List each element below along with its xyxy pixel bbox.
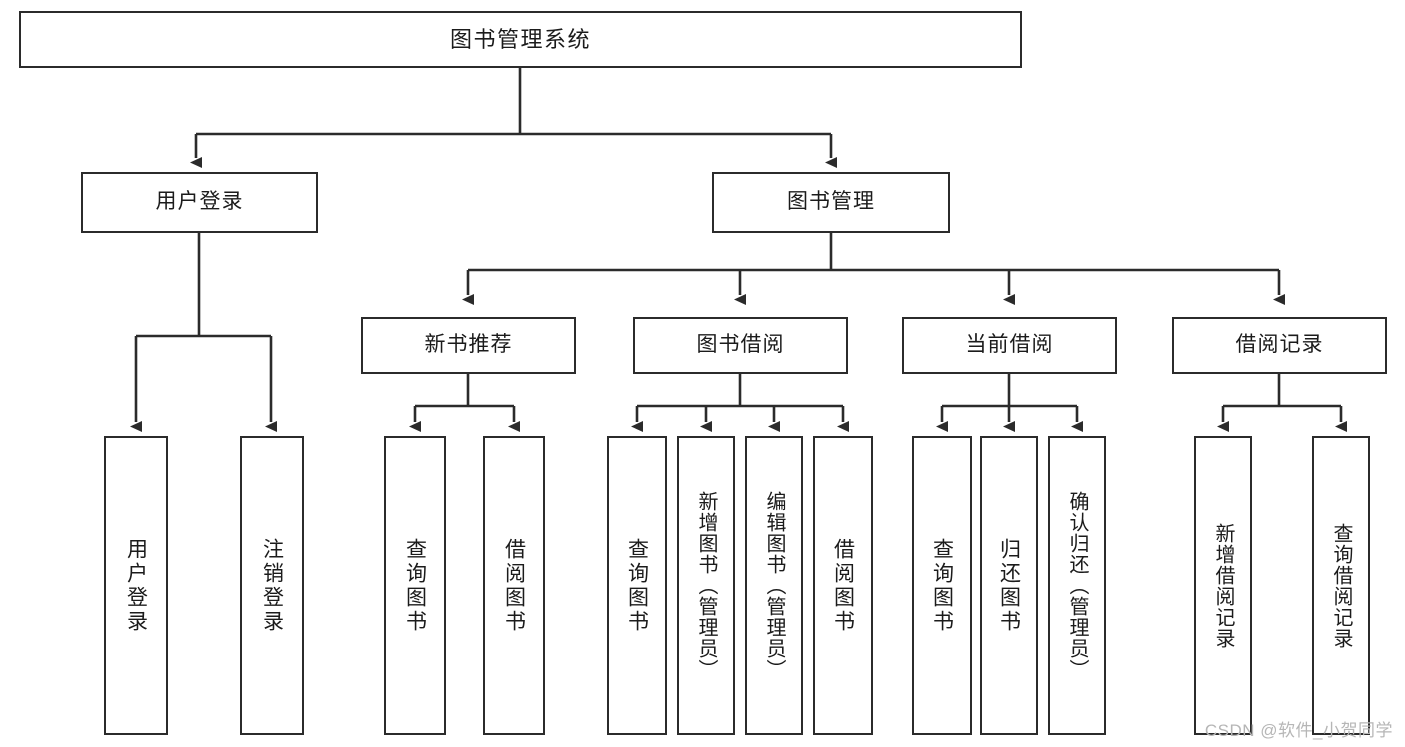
node-leaf-current-borrow-confirm-label: 确认归还（管理员）: [1066, 491, 1088, 680]
node-leaf-new-book-query[interactable]: 查询图书: [384, 436, 446, 735]
node-new-book-recommend-label: 新书推荐: [424, 333, 513, 357]
node-current-borrow[interactable]: 当前借阅: [902, 317, 1117, 374]
node-leaf-book-borrow-borrow[interactable]: 借阅图书: [813, 436, 873, 735]
node-leaf-new-book-borrow[interactable]: 借阅图书: [483, 436, 545, 735]
node-new-book-recommend[interactable]: 新书推荐: [361, 317, 576, 374]
node-book-borrow[interactable]: 图书借阅: [633, 317, 848, 374]
node-leaf-book-borrow-query-label: 查询图书: [625, 537, 649, 634]
node-user-login[interactable]: 用户登录: [81, 172, 318, 233]
watermark-text: CSDN @软件_小贺同学: [1204, 721, 1393, 740]
node-leaf-current-borrow-confirm[interactable]: 确认归还（管理员）: [1048, 436, 1106, 735]
node-leaf-current-borrow-return-label: 归还图书: [997, 537, 1021, 634]
node-leaf-new-book-borrow-label: 借阅图书: [502, 537, 526, 634]
node-book-borrow-label: 图书借阅: [696, 333, 785, 357]
node-root-system[interactable]: 图书管理系统: [19, 11, 1022, 68]
node-current-borrow-label: 当前借阅: [965, 333, 1054, 357]
node-root-system-label: 图书管理系统: [449, 26, 591, 52]
node-leaf-book-borrow-add[interactable]: 新增图书（管理员）: [677, 436, 735, 735]
node-leaf-current-borrow-return[interactable]: 归还图书: [980, 436, 1038, 735]
node-leaf-current-borrow-query-label: 查询图书: [930, 537, 954, 634]
node-user-login-label: 用户登录: [155, 190, 244, 214]
node-leaf-user-login-signout-label: 注销登录: [260, 537, 284, 634]
node-book-management[interactable]: 图书管理: [712, 172, 950, 233]
node-borrow-record[interactable]: 借阅记录: [1172, 317, 1387, 374]
node-leaf-borrow-record-query-label: 查询借阅记录: [1330, 522, 1352, 649]
node-leaf-book-borrow-edit-label: 编辑图书（管理员）: [763, 491, 785, 680]
node-leaf-user-login-signout[interactable]: 注销登录: [240, 436, 304, 735]
node-leaf-borrow-record-add[interactable]: 新增借阅记录: [1194, 436, 1252, 735]
node-leaf-book-borrow-query[interactable]: 查询图书: [607, 436, 667, 735]
node-leaf-current-borrow-query[interactable]: 查询图书: [912, 436, 972, 735]
node-book-management-label: 图书管理: [787, 190, 875, 214]
node-leaf-book-borrow-borrow-label: 借阅图书: [831, 537, 855, 634]
node-leaf-borrow-record-query[interactable]: 查询借阅记录: [1312, 436, 1370, 735]
node-leaf-borrow-record-add-label: 新增借阅记录: [1212, 522, 1234, 649]
node-borrow-record-label: 借阅记录: [1235, 333, 1324, 357]
node-leaf-book-borrow-add-label: 新增图书（管理员）: [695, 491, 717, 680]
node-leaf-book-borrow-edit[interactable]: 编辑图书（管理员）: [745, 436, 803, 735]
node-leaf-new-book-query-label: 查询图书: [403, 537, 427, 634]
node-leaf-user-login-signin-label: 用户登录: [124, 537, 148, 634]
node-leaf-user-login-signin[interactable]: 用户登录: [104, 436, 168, 735]
